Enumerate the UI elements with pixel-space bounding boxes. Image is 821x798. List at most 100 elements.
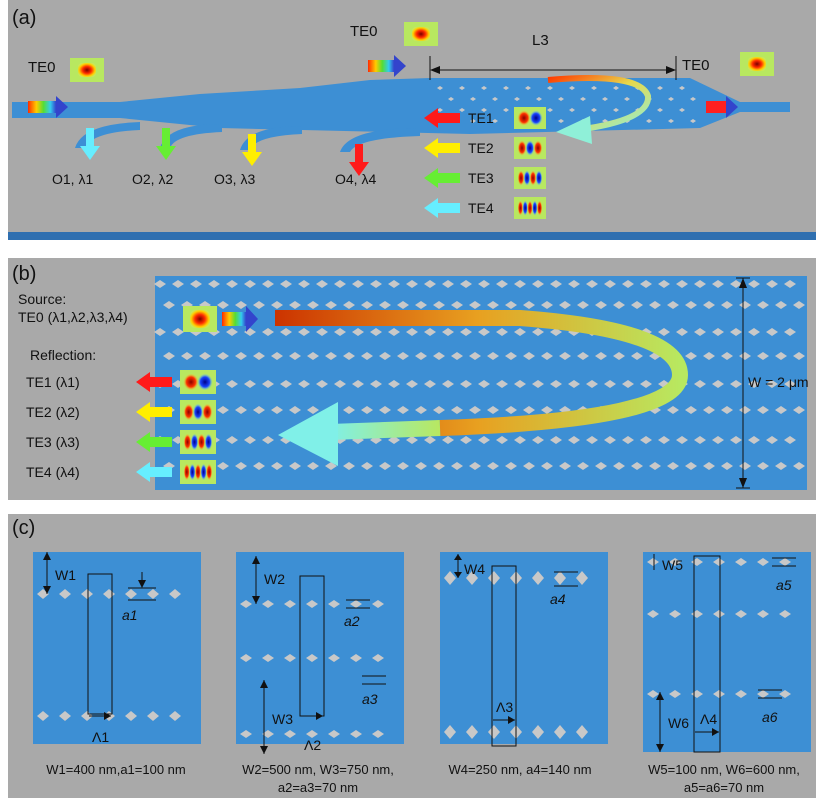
grating-hole <box>775 352 787 360</box>
grating-hole <box>604 380 616 388</box>
grating-hole <box>316 380 328 388</box>
grating-hole <box>712 436 724 444</box>
cell-3: W4 a4 Λ3 W4=250 nm, a4=140 nm <box>440 552 608 777</box>
mode-lobe <box>189 463 196 481</box>
grating-hole <box>550 436 562 444</box>
grating-hole <box>547 86 553 90</box>
grating-hole <box>647 610 659 618</box>
grating-hole <box>444 571 456 585</box>
grating-hole <box>397 301 409 309</box>
panel-b-label: (b) <box>12 263 36 285</box>
grating-hole <box>591 108 597 112</box>
branch-o3 <box>240 126 302 150</box>
grating-hole <box>613 462 625 470</box>
grating-hole <box>328 600 340 608</box>
mode-lobe <box>525 140 535 156</box>
mode-lobe <box>206 463 213 481</box>
label-te0-in: TE0 <box>28 59 56 76</box>
grating-hole <box>685 462 697 470</box>
cell-1-period: Λ1 <box>92 729 109 745</box>
grating-hole <box>316 328 328 336</box>
grating-hole <box>496 436 508 444</box>
grating-hole <box>481 108 487 112</box>
cell-1-waveguide <box>33 552 201 744</box>
grating-hole <box>262 730 274 738</box>
grating-hole <box>685 301 697 309</box>
grating-hole <box>757 301 769 309</box>
grating-hole <box>657 108 663 112</box>
grating-hole <box>370 328 382 336</box>
grating-hole <box>558 119 564 123</box>
grating-hole <box>613 108 619 112</box>
grating-hole <box>541 462 553 470</box>
grating-hole <box>451 301 463 309</box>
grating-hole <box>271 406 283 414</box>
grating-hole <box>505 462 517 470</box>
grating-hole <box>397 462 409 470</box>
grating-hole <box>613 352 625 360</box>
grating-hole <box>478 328 490 336</box>
grating-hole <box>372 730 384 738</box>
reflected-mode-label-a-1: TE1 <box>468 110 494 126</box>
grating-hole <box>352 328 364 336</box>
grating-hole <box>730 436 742 444</box>
grating-hole <box>226 436 238 444</box>
grating-hole <box>460 436 472 444</box>
reflected-arrow-a-4 <box>424 198 460 218</box>
grating-hole <box>532 280 544 288</box>
grating-hole <box>235 462 247 470</box>
reflection-curve-b <box>275 310 689 436</box>
grating-hole <box>703 462 715 470</box>
panel-a-label: (a) <box>12 7 36 29</box>
grating-hole <box>433 406 445 414</box>
grating-hole <box>415 406 427 414</box>
mode-lobe <box>517 110 531 126</box>
grating-hole <box>586 436 598 444</box>
panel-a-base-strip <box>8 232 816 240</box>
mode-lobe <box>183 403 194 421</box>
grating-hole <box>280 380 292 388</box>
grating-hole <box>550 280 562 288</box>
grating-hole <box>669 690 681 698</box>
grating-hole <box>779 558 791 566</box>
grating-hole <box>442 328 454 336</box>
grating-hole <box>748 380 760 388</box>
grating-hole <box>505 406 517 414</box>
grating-hole <box>496 380 508 388</box>
grating-hole <box>721 462 733 470</box>
grating-hole <box>316 280 328 288</box>
mode-lobe <box>529 110 543 126</box>
mode-lobe <box>183 433 192 451</box>
grating-hole <box>766 380 778 388</box>
mode-lobe <box>200 463 207 481</box>
grating-hole <box>307 462 319 470</box>
grating-hole <box>235 301 247 309</box>
grating-hole <box>59 589 71 599</box>
grating-hole <box>721 406 733 414</box>
grating-hole <box>604 280 616 288</box>
mode-lobe <box>202 403 213 421</box>
l3-arrow-left <box>430 66 440 74</box>
grating-hole <box>169 589 181 599</box>
cell-4-a5: a5 <box>776 577 792 593</box>
grating-hole <box>721 301 733 309</box>
grating-hole <box>240 600 252 608</box>
cell-2-period: Λ2 <box>304 737 321 753</box>
grating-hole <box>757 558 769 566</box>
cell-3-holes-top <box>444 571 588 585</box>
grating-hole <box>147 711 159 721</box>
mode-inset-te0-out <box>740 52 774 76</box>
grating-hole <box>569 108 575 112</box>
grating-hole <box>433 301 445 309</box>
reflected-arrow-a-3 <box>424 168 460 188</box>
grating-hole <box>676 436 688 444</box>
grating-hole <box>388 380 400 388</box>
grating-hole <box>514 328 526 336</box>
grating-hole <box>433 462 445 470</box>
grating-hole <box>631 301 643 309</box>
grating-hole <box>307 301 319 309</box>
output-down-arrow-1 <box>80 128 100 160</box>
grating-hole <box>388 436 400 444</box>
mode-lobe <box>517 140 527 156</box>
grating-hole <box>172 328 184 336</box>
